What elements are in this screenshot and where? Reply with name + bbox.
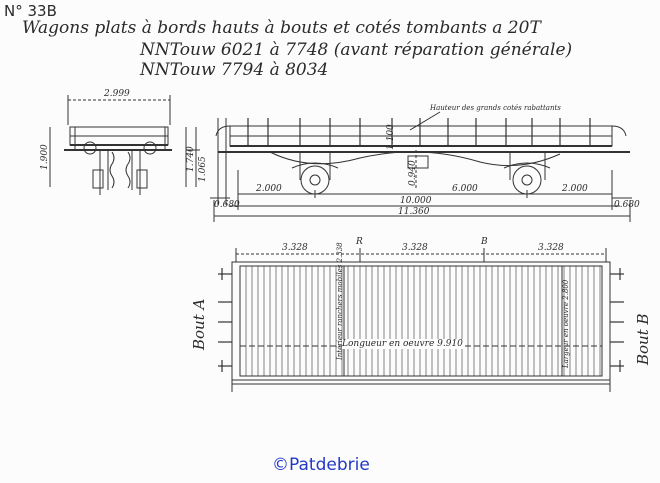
credit: ©Patdebrie <box>272 455 370 475</box>
axle-spacing-label: 6.000 <box>452 184 478 194</box>
drawing-title: Wagons plats à bords hauts à bouts et co… <box>22 18 541 38</box>
inner-width-label: Largeur en oeuvre 2.800 <box>562 279 570 368</box>
buffer-left-label: 0.680 <box>214 200 240 210</box>
end-view <box>49 95 200 195</box>
buffer-right-label: 0.680 <box>614 200 640 210</box>
total-length-label: 11.360 <box>398 207 430 217</box>
side-mid-dim: 0.940 <box>408 160 418 186</box>
end-width-label: 2.999 <box>104 89 130 99</box>
buffer-height-label: 1.065 <box>198 156 208 182</box>
spacing-1-label: 3.328 <box>282 243 308 253</box>
end-height-label: 1.900 <box>40 144 50 170</box>
spacing-3-label: 3.328 <box>538 243 564 253</box>
overhang-left-label: 2.000 <box>256 184 282 194</box>
inner-length-label: Longueur en oeuvre 9.910 <box>342 339 463 349</box>
plan-view <box>218 248 624 392</box>
side-height-dim: 1.100 <box>386 124 396 150</box>
floor-planks <box>245 266 601 376</box>
side-view <box>210 111 632 222</box>
end-b-label: Bout B <box>634 313 652 365</box>
side-annotation: Hauteur des grands cotés rabattants <box>430 104 561 112</box>
mark-r: R <box>356 237 363 247</box>
stanchion-note: Intérieur ranchers mobiles 2.338 <box>336 242 344 360</box>
side-height-label: 1.740 <box>186 146 196 172</box>
spacing-2-label: 3.328 <box>402 243 428 253</box>
overhang-right-label: 2.000 <box>562 184 588 194</box>
mark-b: B <box>481 237 488 247</box>
body-length-label: 10.000 <box>400 196 432 206</box>
plate-number: N° 33B <box>4 2 57 20</box>
series-line-2: NNTouw 7794 à 8034 <box>140 60 329 80</box>
end-a-label: Bout A <box>190 298 208 350</box>
series-line-1: NNTouw 6021 à 7748 (avant réparation gén… <box>140 40 573 60</box>
